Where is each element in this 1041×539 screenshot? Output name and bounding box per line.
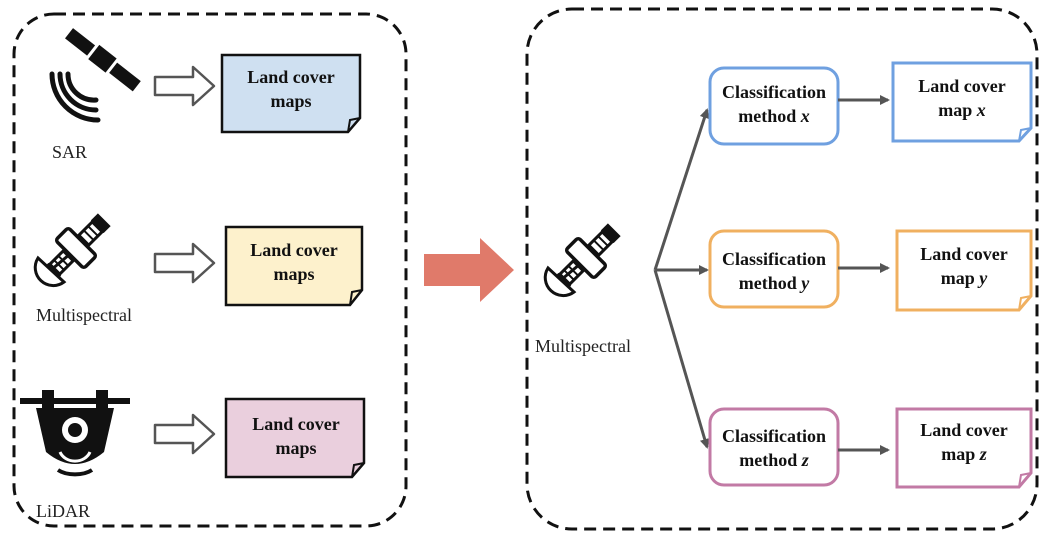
classification-method-z-box [708,407,840,487]
hollow-arrow-lidar [153,413,216,455]
source-label-lidar: LiDAR [36,501,90,521]
hollow-arrow-multispectral [153,242,216,284]
map-x-line1: Land cover [918,76,1006,96]
right-panel-frame [525,7,1039,531]
method-x-line2: method x [738,106,810,126]
method-x-line1: Classification [722,82,826,102]
connector-to-method-z [653,269,710,449]
land-cover-map-lidar: Land cover maps [224,397,366,479]
right-source-label: Multispectral [535,336,631,356]
multispectral-satellite-icon-left [33,213,111,287]
method-z-line2: method z [739,450,809,470]
method-z-line1: Classification [722,426,826,446]
land-cover-map-x: Land cover map x [891,61,1033,143]
map-y-line1: Land cover [920,244,1008,264]
map-line2: maps [270,91,311,111]
connector-to-method-x [653,108,710,271]
map-y-line2: map y [941,268,989,288]
map-line2: maps [275,438,316,458]
sar-satellite-icon [49,28,141,123]
hollow-arrow-sar [153,65,216,107]
map-line1: Land cover [250,240,338,260]
method-y-line1: Classification [722,249,826,269]
land-cover-map-z: Land cover map z [895,407,1033,489]
lidar-drone-icon [20,390,130,477]
source-label-multispectral: Multispectral [36,305,132,325]
method-y-line2: method y [739,273,811,293]
map-z-line2: map z [941,444,987,464]
multispectral-satellite-icon-right [543,223,621,297]
land-cover-map-multispectral: Land cover maps [224,225,364,307]
land-cover-map-sar: Land cover maps [220,53,362,134]
transition-arrow [424,238,514,302]
land-cover-map-y: Land cover map y [895,229,1033,312]
map-line2: maps [273,264,314,284]
map-line1: Land cover [247,67,335,87]
map-z-line1: Land cover [920,420,1008,440]
source-label-sar: SAR [52,142,87,162]
classification-method-y-box [708,229,840,309]
map-x-line2: map x [938,100,986,120]
map-line1: Land cover [252,414,340,434]
classification-method-x-box [708,66,840,146]
left-panel-frame [12,12,408,528]
